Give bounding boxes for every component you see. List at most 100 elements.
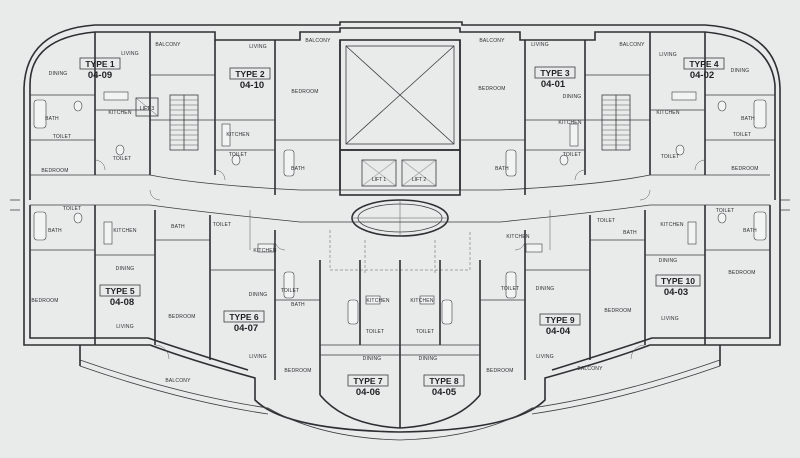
room-label-toilet: TOILET bbox=[113, 156, 132, 162]
room-label-dining: DINING bbox=[419, 356, 438, 362]
room-label-toilet: TOILET bbox=[597, 218, 616, 224]
room-label-bath: BATH bbox=[291, 302, 305, 308]
room-label-dining: DINING bbox=[536, 286, 555, 292]
room-label-kitchen: KITCHEN bbox=[656, 110, 680, 116]
room-label-balcony: BALCONY bbox=[165, 378, 191, 384]
unit-type-label: TYPE 4 bbox=[689, 59, 719, 69]
room-label-kitchen: KITCHEN bbox=[558, 120, 582, 126]
unit-type-label: TYPE 6 bbox=[229, 312, 259, 322]
unit-tag-box bbox=[534, 66, 576, 79]
unit-number-label: 04-05 bbox=[432, 387, 457, 398]
room-label-toilet: TOILET bbox=[416, 329, 435, 335]
room-label-toilet: TOILET bbox=[53, 134, 72, 140]
room-label-kitchen: KITCHEN bbox=[108, 110, 132, 116]
unit-number-label: 04-01 bbox=[541, 79, 566, 90]
unit-number-label: 04-04 bbox=[546, 326, 571, 337]
unit-type-label: TYPE 1 bbox=[85, 59, 115, 69]
room-label-living: LIVING bbox=[249, 354, 267, 360]
lift-3-label: LIFT 3 bbox=[140, 106, 155, 112]
room-label-toilet: TOILET bbox=[229, 152, 248, 158]
room-label-toilet: TOILET bbox=[213, 222, 232, 228]
room-label-toilet: TOILET bbox=[63, 206, 82, 212]
unit-type-label: TYPE 3 bbox=[540, 68, 570, 78]
room-label-toilet: TOILET bbox=[716, 208, 735, 214]
room-label-bedroom: BEDROOM bbox=[41, 168, 68, 174]
room-label-bath: BATH bbox=[743, 228, 757, 234]
unit-number-label: 04-02 bbox=[690, 70, 714, 81]
room-label-kitchen: KITCHEN bbox=[660, 222, 684, 228]
unit-type-label: TYPE 2 bbox=[235, 69, 265, 79]
unit-type-label: TYPE 10 bbox=[661, 276, 695, 286]
unit-tags: TYPE 1 04-09 TYPE 2 04-10 TYPE 3 04-01 T… bbox=[79, 57, 725, 398]
room-label-living: LIVING bbox=[116, 324, 134, 330]
room-label-toilet: TOILET bbox=[733, 132, 752, 138]
room-label-toilet: TOILET bbox=[501, 286, 520, 292]
unit-type-label: TYPE 9 bbox=[545, 315, 575, 325]
room-label-kitchen: KITCHEN bbox=[113, 228, 137, 234]
lift-2-label: LIFT 2 bbox=[412, 177, 427, 183]
unit-partitions bbox=[30, 32, 775, 428]
stairs bbox=[135, 94, 631, 151]
room-label-dining: DINING bbox=[249, 292, 268, 298]
unit-tag-box bbox=[539, 313, 581, 326]
unit-type-label: TYPE 8 bbox=[429, 376, 459, 386]
room-labels: DINING LIVING BALCONY BATH TOILET KITCHE… bbox=[31, 38, 758, 384]
unit-tag-box bbox=[99, 284, 141, 297]
room-label-dining: DINING bbox=[116, 266, 135, 272]
door-swings bbox=[94, 159, 706, 360]
room-label-balcony: BALCONY bbox=[479, 38, 505, 44]
room-label-toilet: TOILET bbox=[661, 154, 680, 160]
room-label-living: LIVING bbox=[659, 52, 677, 58]
room-label-bedroom: BEDROOM bbox=[168, 314, 195, 320]
room-label-toilet: TOILET bbox=[366, 329, 385, 335]
unit-tag-box bbox=[223, 310, 265, 323]
room-label-living: LIVING bbox=[249, 44, 267, 50]
lift-labels: LIFT 3 LIFT 1 LIFT 2 bbox=[140, 106, 427, 183]
room-label-bath: BATH bbox=[623, 230, 637, 236]
room-label-bedroom: BEDROOM bbox=[731, 166, 758, 172]
room-label-kitchen: KITCHEN bbox=[410, 298, 434, 304]
room-label-bath: BATH bbox=[495, 166, 509, 172]
room-label-bath: BATH bbox=[291, 166, 305, 172]
corridor bbox=[30, 174, 770, 275]
room-label-living: LIVING bbox=[661, 316, 679, 322]
room-label-living: LIVING bbox=[531, 42, 549, 48]
unit-tag-box bbox=[423, 374, 465, 387]
unit-type-label: TYPE 5 bbox=[105, 286, 135, 296]
room-label-bath: BATH bbox=[45, 116, 59, 122]
unit-number-label: 04-10 bbox=[240, 80, 264, 91]
unit-number-label: 04-07 bbox=[234, 323, 258, 334]
room-label-toilet: TOILET bbox=[563, 152, 582, 158]
room-label-bedroom: BEDROOM bbox=[486, 368, 513, 374]
room-label-bedroom: BEDROOM bbox=[478, 86, 505, 92]
unit-type-label: TYPE 7 bbox=[353, 376, 383, 386]
room-label-bedroom: BEDROOM bbox=[284, 368, 311, 374]
room-label-balcony: BALCONY bbox=[619, 42, 645, 48]
room-label-balcony: BALCONY bbox=[155, 42, 181, 48]
room-label-dining: DINING bbox=[659, 258, 678, 264]
room-label-bedroom: BEDROOM bbox=[31, 298, 58, 304]
unit-tag-box bbox=[683, 57, 725, 70]
room-label-bedroom: BEDROOM bbox=[291, 89, 318, 95]
lift-1-label: LIFT 1 bbox=[372, 177, 387, 183]
room-label-kitchen: KITCHEN bbox=[226, 132, 250, 138]
unit-tag-box bbox=[229, 67, 271, 80]
unit-tag-box bbox=[79, 57, 121, 70]
room-label-balcony: BALCONY bbox=[305, 38, 331, 44]
room-label-living: LIVING bbox=[536, 354, 554, 360]
unit-number-label: 04-09 bbox=[88, 70, 112, 81]
room-label-dining: DINING bbox=[731, 68, 750, 74]
room-label-bedroom: BEDROOM bbox=[604, 308, 631, 314]
unit-number-label: 04-08 bbox=[110, 297, 134, 308]
room-label-dining: DINING bbox=[363, 356, 382, 362]
unit-tag-box bbox=[347, 374, 389, 387]
room-label-balcony: BALCONY bbox=[577, 366, 603, 372]
fixtures bbox=[33, 91, 767, 325]
unit-number-label: 04-06 bbox=[356, 387, 380, 398]
room-label-bedroom: BEDROOM bbox=[728, 270, 755, 276]
room-label-bath: BATH bbox=[171, 224, 185, 230]
room-label-toilet: TOILET bbox=[281, 288, 300, 294]
room-label-dining: DINING bbox=[49, 71, 68, 77]
room-label-bath: BATH bbox=[48, 228, 62, 234]
